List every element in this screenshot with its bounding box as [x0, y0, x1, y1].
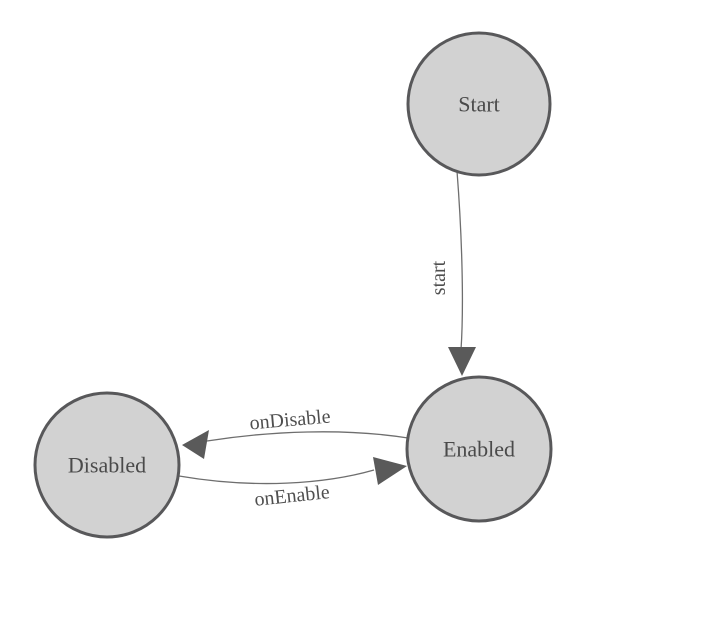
state-label-start: Start	[458, 92, 500, 117]
edge-label-onenable: onEnable	[253, 481, 331, 511]
state-circle-start[interactable]	[406, 31, 552, 177]
arrowhead-into-disabled	[182, 430, 209, 459]
edge-line-onenable	[178, 469, 375, 485]
state-circle-disabled[interactable]	[33, 391, 181, 539]
edge-line-start	[456, 170, 464, 351]
edge-enabled-to-disabled: onDisable	[182, 405, 409, 459]
edge-start-to-enabled: start	[428, 170, 476, 376]
state-node-disabled[interactable]: Disabled	[33, 391, 181, 539]
edge-label-ondisable: onDisable	[249, 405, 332, 434]
edge-disabled-to-enabled: onEnable	[178, 457, 407, 511]
state-node-start[interactable]: Start	[406, 31, 552, 177]
arrowhead-into-enabled-top	[448, 347, 476, 376]
state-label-enabled: Enabled	[443, 437, 515, 462]
state-circle-enabled[interactable]	[405, 375, 553, 523]
edge-line-ondisable	[206, 431, 409, 442]
edge-label-start: start	[428, 260, 450, 295]
arrowhead-into-enabled-left	[373, 457, 407, 485]
state-node-enabled[interactable]: Enabled	[405, 375, 553, 523]
state-label-disabled: Disabled	[68, 453, 146, 478]
